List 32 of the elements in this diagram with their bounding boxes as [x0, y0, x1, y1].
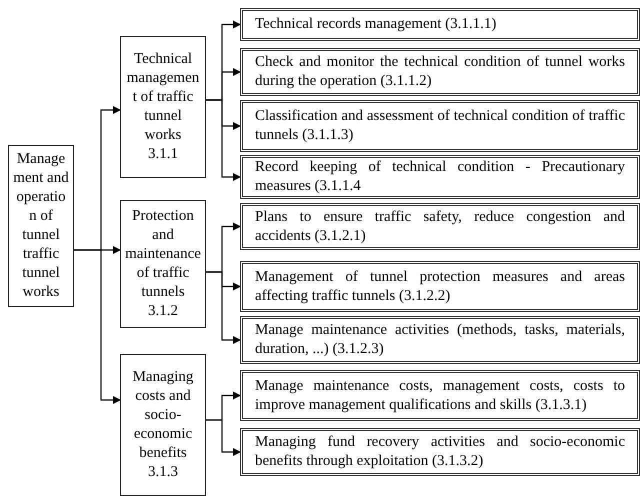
task-box [240, 8, 640, 41]
arrow [206, 419, 241, 456]
arrow [206, 99, 241, 181]
category-box [120, 200, 206, 328]
task-box [240, 370, 640, 421]
box-text: Plans to ensure traffic safety, reduce congestion and accidents (3.1.2.1) [255, 208, 625, 246]
box-text: Technical records management (3.1.1.1) [255, 15, 498, 34]
box-text: Management of tunnel protection measures and areas affecting traffic tunnels (3.1.2.2) [255, 268, 625, 306]
arrow [206, 271, 241, 344]
section-number: 3.1.1 [148, 145, 178, 164]
category-box [120, 36, 206, 178]
task-box [240, 48, 640, 96]
box-text: Check and monitor the technical condition of tunnel works during the operation (3.1.1.2) [255, 53, 625, 91]
section-number: 3.1.2 [148, 302, 178, 321]
task-box [240, 100, 640, 152]
box-text: Management and operation of tunnel traffic tunnel works [13, 150, 69, 302]
task-box [240, 155, 640, 199]
arrow [74, 249, 121, 404]
box-text: Manage maintenance costs, management costs, costs to improve management qualifications and skills (3.1.3.1) [255, 376, 625, 414]
box-text: Classification and assessment of technical condition of traffic tunnels (3.1.1.3) [255, 107, 625, 145]
box-text: Protection and maintenance of traffic tunnels [125, 207, 201, 302]
box-text: Record keeping of technical condition - Precautionary measures (3.1.1.4 [255, 158, 625, 196]
box-text: Managing fund recovery activities and socio-economic benefits through exploitation (3.1.3.2) [255, 433, 625, 471]
box-text: Manage maintenance activities (methods, tasks, materials, duration, ...) (3.1.2.3) [255, 321, 625, 359]
section-number: 3.1.3 [148, 463, 178, 482]
box-text: Managing costs and socio-economic benefits [132, 368, 194, 463]
box-text: Technical management of traffic tunnel works [126, 50, 200, 145]
task-box [240, 261, 640, 312]
task-box [240, 203, 640, 250]
category-box [120, 354, 206, 496]
task-box [240, 428, 640, 476]
task-box [240, 316, 640, 364]
